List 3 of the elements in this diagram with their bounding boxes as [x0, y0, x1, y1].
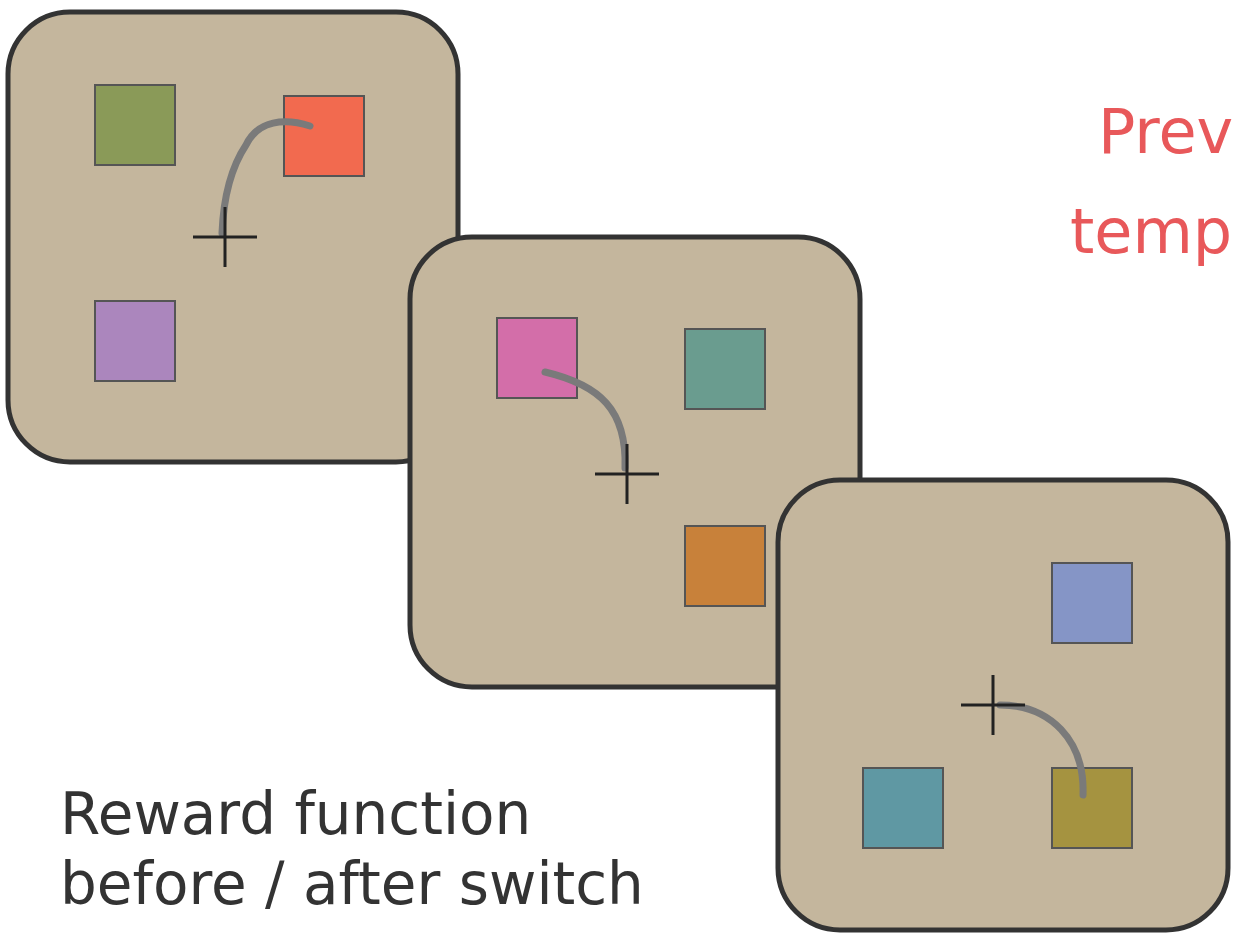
caption-text: Reward function before / after switch [60, 780, 645, 920]
annotation-text: Prev [1098, 95, 1234, 170]
annotation-text: temp [1070, 195, 1233, 270]
